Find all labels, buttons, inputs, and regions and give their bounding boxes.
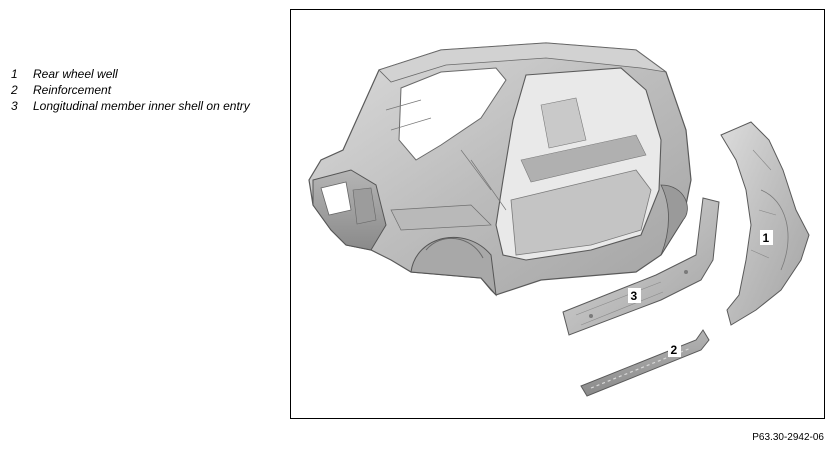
legend-item-longitudinal-member: 3 Longitudinal member inner shell on ent… bbox=[11, 98, 250, 114]
callout-3: 3 bbox=[628, 288, 641, 303]
legend-item-reinforcement: 2 Reinforcement bbox=[11, 82, 250, 98]
legend-label: Longitudinal member inner shell on entry bbox=[33, 99, 250, 113]
legend-item-rear-wheel-well: 1 Rear wheel well bbox=[11, 66, 250, 82]
legend-number: 3 bbox=[11, 99, 18, 113]
callout-number: 2 bbox=[671, 343, 678, 357]
legend-number: 1 bbox=[11, 67, 18, 81]
legend-number: 2 bbox=[11, 83, 18, 97]
figure-reference-id: P63.30-2942-06 bbox=[752, 432, 824, 443]
car-body-illustration: 1 2 3 bbox=[308, 42, 810, 397]
parts-legend: 1 Rear wheel well 2 Reinforcement 3 Long… bbox=[11, 66, 250, 114]
callout-2: 2 bbox=[668, 342, 681, 357]
body-shell bbox=[308, 42, 692, 297]
callout-number: 3 bbox=[631, 289, 638, 303]
callout-number: 1 bbox=[763, 231, 770, 245]
legend-label: Reinforcement bbox=[33, 83, 112, 97]
callout-1: 1 bbox=[760, 230, 773, 245]
technical-illustration-frame: 1 2 3 bbox=[290, 9, 825, 419]
legend-label: Rear wheel well bbox=[33, 67, 118, 81]
part-1-rear-wheel-well bbox=[720, 121, 810, 326]
part-2-reinforcement bbox=[580, 329, 710, 397]
